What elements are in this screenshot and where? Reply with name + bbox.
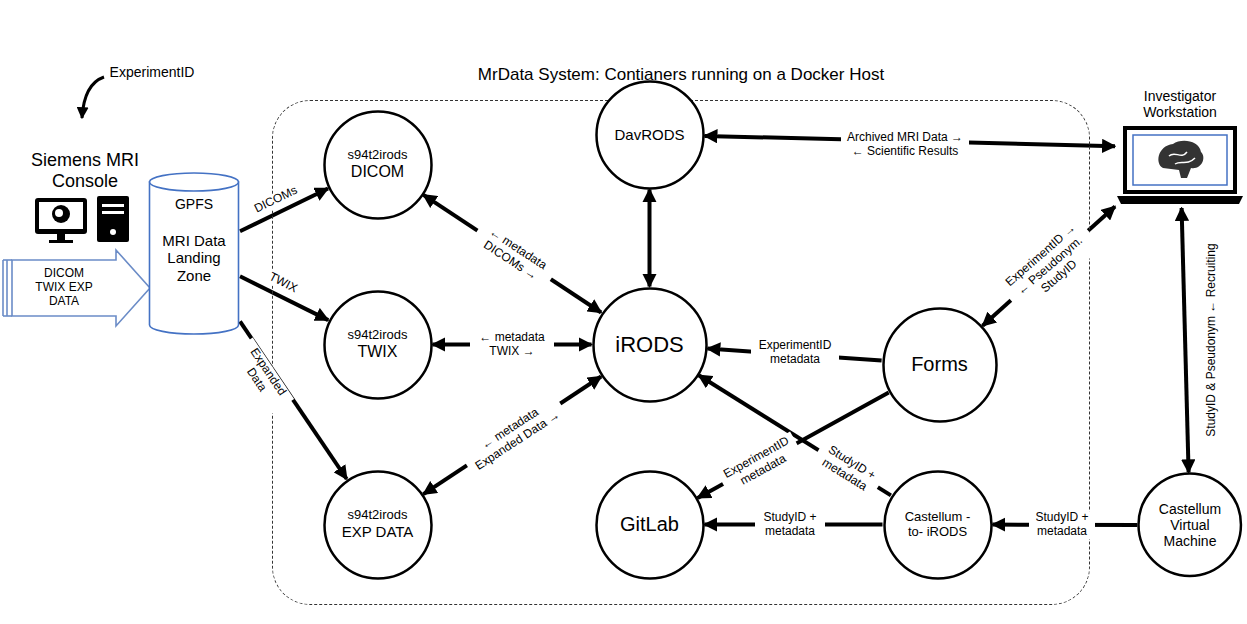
system-title: MrData System: Contianers running on a D…: [478, 65, 884, 85]
service-circle: s94t2irodsEXP DATA: [323, 470, 433, 580]
console-label: Siemens MRI Console: [25, 150, 145, 191]
service-type: s94t2irods: [348, 508, 408, 523]
service-name: Castellum -to- iRODS: [902, 510, 974, 540]
service-name: TWIX: [357, 343, 397, 361]
vm-name: Castellum Virtual Machine: [1150, 501, 1230, 549]
service-type: s94t2irods: [348, 328, 408, 343]
connector-arrow: [1182, 208, 1189, 472]
connector-arrow: [423, 377, 601, 495]
storage-cylinder: GPFS MRI Data Landing Zone: [148, 172, 240, 335]
connector-arrow: [648, 190, 652, 287]
storage-name: GPFS: [175, 196, 213, 212]
edge-label: ← metadata Expanded Data →: [460, 393, 569, 477]
callout-arrow: [82, 77, 104, 118]
service-name: EXP DATA: [342, 523, 414, 540]
service-circle: Castellum -to- iRODS: [883, 470, 993, 580]
service-name: iRODS: [615, 332, 683, 357]
edge-label: StudyID + metadata: [811, 439, 885, 499]
edge-label: StudyID + metadata: [755, 511, 825, 539]
edge-label: ← metadata TWIX →: [470, 331, 554, 359]
workstation-label: Investigator Workstation: [1116, 88, 1244, 120]
data-types: DICOM TWIX EXP DATA: [33, 267, 95, 308]
edge-label: StudyID & Pseudonym ← Recruiting: [1205, 241, 1219, 438]
service-name: DavRODS: [614, 126, 684, 143]
service-name: GitLab: [620, 513, 679, 536]
service-circle: DavRODS: [595, 80, 705, 190]
service-circle: s94t2irodsDICOM: [323, 110, 433, 220]
edge-label: StudyID + metadata: [1029, 511, 1095, 539]
data-arrow: DICOM TWIX EXP DATA: [0, 248, 152, 328]
service-name: DICOM: [351, 163, 404, 181]
storage-label: MRI Data Landing Zone: [153, 232, 235, 284]
mri-console: Siemens MRI Console: [25, 150, 145, 245]
edge-label: ExperimentID metadata: [717, 432, 804, 497]
edge-label: Archived MRI Data → ← Scientific Results: [841, 131, 969, 159]
service-circle: iRODS: [592, 287, 708, 403]
connector-arrow: [983, 207, 1115, 326]
edge-label: Expanded Data: [230, 338, 294, 415]
service-circle: s94t2irodsTWIX: [323, 290, 433, 400]
connector-arrow: [423, 195, 601, 313]
docker-host-region: MrData System: Contianers running on a D…: [272, 100, 1090, 605]
edge-label: ← metadata DICOMs →: [470, 219, 559, 290]
callout-label: ExperimentID: [110, 64, 195, 80]
service-type: s94t2irods: [348, 148, 408, 163]
service-circle: GitLab: [595, 470, 705, 580]
service-circle: Forms: [882, 307, 998, 423]
workstation: Investigator Workstation: [1115, 88, 1245, 208]
service-name: Forms: [911, 353, 968, 376]
virtual-machine-circle: Castellum Virtual Machine: [1137, 472, 1242, 577]
edge-label: ExperimentID → ← Pseudonym. StudyID: [997, 216, 1103, 315]
edge-label: ExperimentID metadata: [751, 339, 839, 367]
